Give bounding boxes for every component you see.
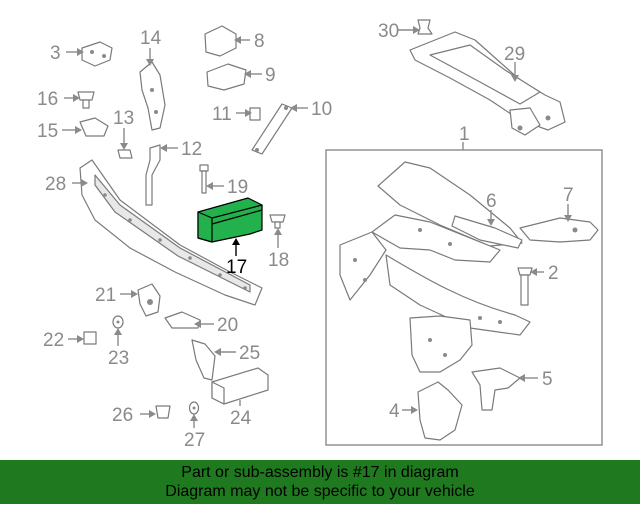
callout-2: 2 <box>548 263 559 284</box>
part-26-bolt[interactable] <box>155 405 171 419</box>
part-11-bolt[interactable] <box>249 107 261 121</box>
part-22-bolt[interactable] <box>83 331 97 345</box>
part-12-bracket[interactable] <box>145 144 161 206</box>
callout-1: 1 <box>459 124 470 145</box>
part-7-bracket[interactable] <box>519 217 599 243</box>
callout-30: 30 <box>378 21 399 42</box>
info-banner: Part or sub-assembly is #17 in diagram D… <box>0 460 640 504</box>
callout-28: 28 <box>45 174 66 195</box>
callout-12: 12 <box>181 139 202 160</box>
part-21-bracket[interactable] <box>137 283 161 317</box>
part-5-bracket[interactable] <box>471 367 521 411</box>
callout-21: 21 <box>95 285 116 306</box>
part-8-bracket[interactable] <box>204 25 237 57</box>
callout-22: 22 <box>43 330 64 351</box>
part-30-clip[interactable] <box>417 19 433 35</box>
part-14-bracket[interactable] <box>139 61 166 131</box>
callout-4: 4 <box>389 401 400 422</box>
part-1-radiator-support[interactable] <box>339 161 531 373</box>
callout-23: 23 <box>108 348 129 369</box>
callout-19: 19 <box>227 177 248 198</box>
assembly-box <box>325 149 603 446</box>
part-13-bolt[interactable] <box>117 149 133 159</box>
callout-26: 26 <box>112 405 133 426</box>
callout-14: 14 <box>140 28 162 49</box>
callout-10: 10 <box>311 99 332 120</box>
callout-20: 20 <box>217 315 238 336</box>
part-23-washer[interactable] <box>112 315 124 329</box>
part-9-bracket[interactable] <box>206 63 247 91</box>
part-4-bracket[interactable] <box>417 381 463 441</box>
callout-7: 7 <box>563 185 574 206</box>
part-24-absorber[interactable] <box>211 367 269 405</box>
callout-3: 3 <box>50 43 61 64</box>
callout-9: 9 <box>265 65 276 86</box>
part-15-bracket[interactable] <box>79 117 109 137</box>
banner-line-2: Diagram may not be specific to your vehi… <box>165 483 475 500</box>
callout-17-highlighted: 17 <box>226 257 247 278</box>
callout-11: 11 <box>212 104 232 125</box>
part-6-upper-panel[interactable] <box>451 215 523 249</box>
banner-line-1: Part or sub-assembly is #17 in diagram <box>181 464 459 481</box>
part-2-bolt[interactable] <box>517 267 533 306</box>
part-17-bracket-highlighted[interactable] <box>197 197 263 243</box>
part-16-bolt[interactable] <box>77 91 95 109</box>
parts-diagram: 1 2 3 4 5 6 7 8 9 10 11 12 13 14 15 16 1… <box>37 19 603 451</box>
callout-6: 6 <box>486 191 497 212</box>
callout-15: 15 <box>37 121 58 142</box>
part-27-washer[interactable] <box>188 401 200 415</box>
callout-29: 29 <box>504 44 525 65</box>
callout-5: 5 <box>542 369 553 390</box>
callout-18: 18 <box>268 250 289 271</box>
part-25-bracket[interactable] <box>191 339 216 381</box>
callout-25: 25 <box>239 343 260 364</box>
callout-labels: 1 2 3 4 5 6 7 8 9 10 11 12 13 14 15 16 1… <box>37 21 574 451</box>
callout-16: 16 <box>37 89 58 110</box>
callout-13: 13 <box>113 108 134 129</box>
part-3-bracket[interactable] <box>81 41 113 67</box>
part-28-impact-bar[interactable] <box>79 159 263 306</box>
leader-lines <box>62 26 572 428</box>
callout-24: 24 <box>230 408 252 429</box>
part-18-bolt[interactable] <box>269 214 286 229</box>
part-20-bracket[interactable] <box>164 311 201 329</box>
part-19-bolt[interactable] <box>199 164 209 194</box>
callout-8: 8 <box>254 31 265 52</box>
part-29-cowl-panel[interactable] <box>409 31 566 136</box>
callout-27: 27 <box>184 430 205 451</box>
